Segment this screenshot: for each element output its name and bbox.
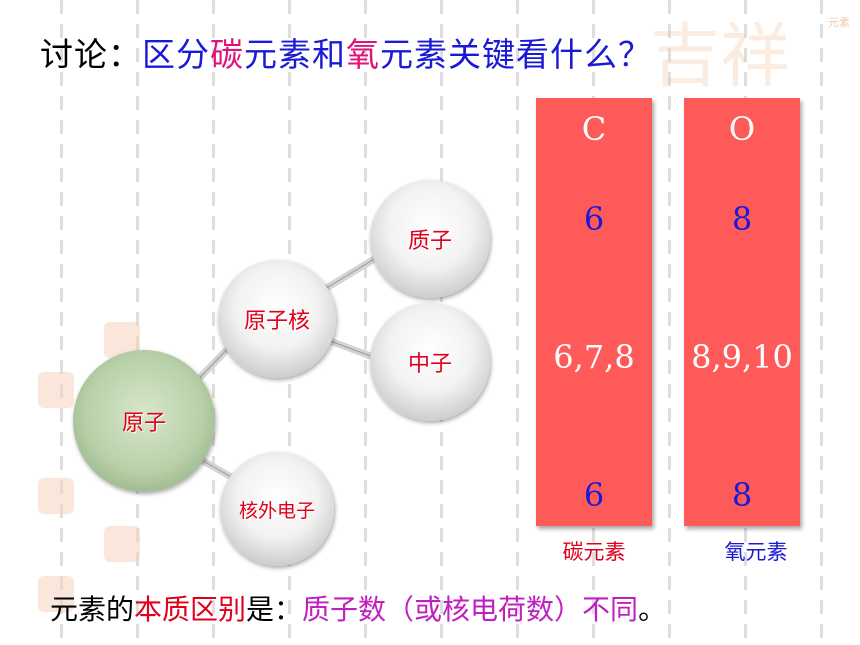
watermark-seal-icon: [38, 478, 74, 514]
corner-tag: 元素: [828, 16, 850, 29]
carbon-symbol: C: [581, 110, 607, 148]
electron-label: 核外电子: [238, 499, 315, 522]
conclusion-segment: 元素的: [50, 593, 135, 626]
oxygen-protons: 8: [731, 200, 753, 238]
conclusion-highlight: 本质区别: [134, 593, 247, 626]
atom-label: 原子: [121, 411, 166, 436]
carbon-neutrons: 6,7,8: [553, 338, 635, 376]
conclusion-text: 元素的本质区别是：质子数（或核电荷数）不同。: [50, 588, 666, 628]
atom-node: 原子: [73, 350, 215, 492]
conclusion-answer: 质子数（或核电荷数）不同: [302, 593, 639, 626]
neutron-label: 中子: [407, 352, 452, 377]
carbon-label: 碳元素: [562, 540, 626, 564]
title-segment: 元素关键看什么？: [380, 35, 652, 74]
neutron-node: 中子: [370, 303, 490, 421]
watermark-seal-logo: 吉祥: [650, 15, 790, 97]
proton-node: 质子: [370, 180, 490, 298]
conclusion-segment: 。: [638, 593, 667, 626]
oxygen-symbol: O: [728, 110, 756, 148]
watermark-seal-icon: [104, 526, 140, 562]
carbon-protons: 6: [583, 200, 605, 238]
title-oxygen: 氧: [346, 35, 380, 74]
title-carbon: 碳: [210, 35, 244, 74]
oxygen-label: 氧元素: [724, 540, 788, 564]
oxygen-neutrons: 8,9,10: [691, 338, 793, 376]
watermark-seal-icon: [38, 576, 74, 612]
carbon-bar: C 6 6,7,8 6: [536, 98, 652, 526]
proton-label: 质子: [407, 229, 452, 254]
title-segment: 元素和: [244, 35, 346, 74]
page-title: 讨论：区分碳元素和氧元素关键看什么？: [40, 28, 652, 76]
nucleus-node: 原子核: [218, 260, 336, 378]
nucleus-label: 原子核: [243, 309, 310, 334]
conclusion-segment: 是：: [246, 593, 303, 626]
watermark-seal-icon: [38, 372, 74, 408]
title-segment: 区分: [142, 35, 210, 74]
electron-node: 核外电子: [220, 452, 334, 566]
carbon-electrons: 6: [583, 476, 605, 514]
oxygen-bar: O 8 8,9,10 8: [684, 98, 800, 526]
title-prefix: 讨论：: [40, 35, 142, 74]
oxygen-electrons: 8: [731, 476, 753, 514]
